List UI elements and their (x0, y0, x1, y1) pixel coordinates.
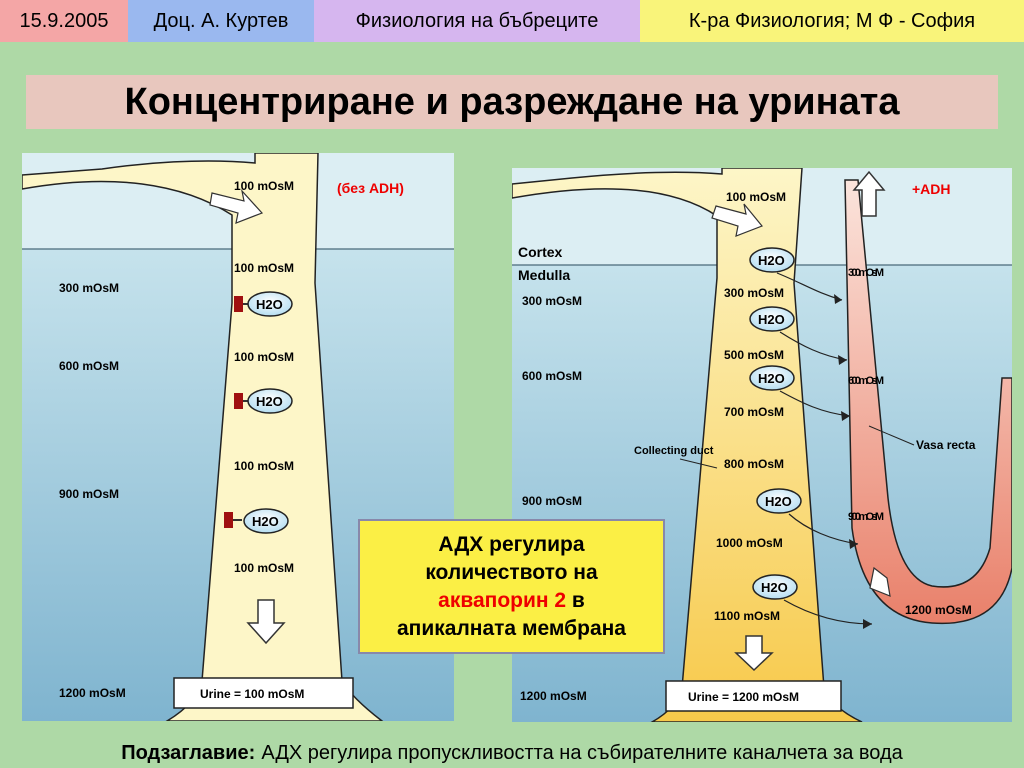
right-condition-label: +ADH (912, 181, 951, 197)
left-tubule-label-4: 100 mOsM (234, 459, 294, 473)
outflow-arrow (246, 599, 286, 645)
water-channel-2: H2O (749, 306, 848, 365)
vasa-osm-label-3: 900 mOsM (848, 511, 884, 523)
water-channel-4: H2O (756, 488, 859, 549)
right-urine-box (665, 680, 842, 712)
water-channel-3: H2O (749, 365, 851, 421)
water-molecule-label: H2O (761, 580, 788, 595)
callout-line-1: АДХ регулира (438, 532, 585, 556)
medulla-label: Medulla (518, 267, 570, 283)
blocked-channel-3: H2O (224, 508, 289, 534)
blocked-channel-2: H2O (234, 388, 293, 414)
header-date: 15.9.2005 (0, 0, 128, 42)
callout-highlight: аквапорин 2 (438, 588, 567, 612)
left-osm-label-3: 900 mOsM (59, 487, 119, 501)
left-panel-diagram: 100 mOsM 100 mOsM 100 mOsM 100 mOsM 100 … (22, 153, 454, 721)
right-osm-label-4: 1200 mOsM (520, 689, 587, 703)
left-urine-label: Urine = 100 mOsM (200, 687, 304, 701)
water-molecule-label: H2O (758, 312, 785, 327)
slide-title: Концентриране и разреждане на урината (26, 75, 998, 129)
right-tubule-label-1: 100 mOsM (726, 190, 786, 204)
water-molecule-label: H2O (256, 297, 283, 312)
left-tubule-label-2: 100 mOsM (234, 261, 294, 275)
callout-line-3-suffix: в (566, 588, 585, 612)
left-tubule-label-1: 100 mOsM (234, 179, 294, 193)
vasa-osm-label-1: 300 mOsM (848, 267, 884, 279)
header-author: Доц. А. Куртев (128, 0, 314, 42)
left-osm-label-1: 300 mOsM (59, 281, 119, 295)
adh-callout: АДХ регулира количеството на аквапорин 2… (358, 519, 665, 654)
slide-subtitle: Подзаглавие: АДХ регулира пропускливостт… (0, 738, 1024, 768)
right-urine-label: Urine = 1200 mOsM (688, 690, 799, 704)
right-osm-label-1: 300 mOsM (522, 294, 582, 308)
subtitle-text: АДХ регулира пропускливостта на събирате… (261, 741, 903, 764)
inflow-arrow (209, 188, 264, 224)
vasa-flow-arrow (869, 566, 891, 597)
water-molecule-icon (247, 388, 293, 414)
water-molecule-icon (243, 508, 289, 534)
right-tubule-label-6: 1000 mOsM (716, 536, 783, 550)
vasa-recta-label: Vasa recta (916, 438, 976, 452)
left-condition-label: (без ADH) (337, 180, 404, 196)
tubule-left (22, 153, 384, 721)
water-channel-1: H2O (749, 247, 843, 304)
water-molecule-label: H2O (758, 253, 785, 268)
water-molecule-icon (749, 247, 795, 273)
vasa-recta (844, 179, 1012, 625)
water-molecule-icon (247, 291, 293, 317)
right-tubule-label-2: 300 mOsM (724, 286, 784, 300)
callout-line-3: аквапорин 2 в (397, 587, 626, 615)
right-tubule-label-5: 800 mOsM (724, 457, 784, 471)
inflow-arrow (711, 203, 763, 237)
right-osm-label-3: 900 mOsM (522, 494, 582, 508)
blocked-channel-1: H2O (234, 291, 293, 317)
vasa-up-arrow (852, 170, 886, 217)
subtitle-label: Подзаглавие: (121, 741, 256, 764)
water-molecule-icon (749, 306, 795, 332)
water-channel-5: H2O (752, 574, 873, 629)
water-molecule-label: H2O (252, 514, 279, 529)
cortex-label: Cortex (518, 244, 563, 260)
left-osm-label-4: 1200 mOsM (59, 686, 126, 700)
callout-line-2: количеството на (425, 560, 598, 584)
water-molecule-icon (752, 574, 798, 600)
header-dept: К-ра Физиология; М Ф - София (640, 0, 1024, 42)
collecting-duct-label: Collecting duct (634, 445, 714, 457)
right-tubule-label-3: 500 mOsM (724, 348, 784, 362)
header-topic: Физиология на бъбреците (314, 0, 640, 42)
left-tubule-label-3: 100 mOsM (234, 350, 294, 364)
right-panel-diagram: +ADH Cortex Medulla 300 mOsM 600 mOsM 90… (512, 168, 1012, 722)
right-osm-label-2: 600 mOsM (522, 369, 582, 383)
water-molecule-icon (756, 488, 802, 514)
left-osm-label-2: 600 mOsM (59, 359, 119, 373)
water-molecule-label: H2O (765, 494, 792, 509)
outflow-arrow (734, 635, 774, 672)
callout-line-4: апикалната мембрана (396, 616, 626, 640)
water-molecule-label: H2O (256, 394, 283, 409)
left-urine-box (173, 677, 354, 709)
right-tubule-label-7: 1100 mOsM (714, 609, 780, 623)
right-tubule-label-4: 700 mOsM (724, 405, 784, 419)
vasa-osm-label-2: 600 mOsM (848, 375, 884, 387)
water-molecule-icon (749, 365, 795, 391)
left-tubule-label-5: 100 mOsM (234, 561, 294, 575)
water-molecule-label: H2O (758, 371, 785, 386)
vasa-osm-label-4: 1200 mOsM (905, 603, 972, 617)
